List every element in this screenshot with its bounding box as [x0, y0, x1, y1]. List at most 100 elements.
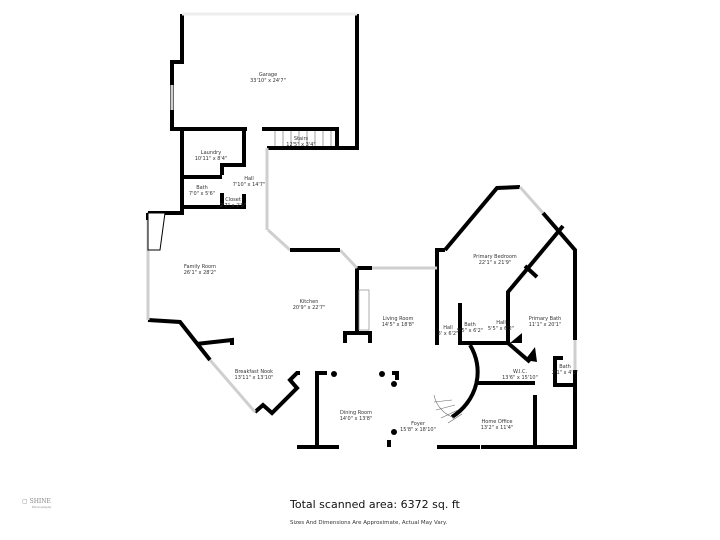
room-name: Family Room	[184, 264, 216, 270]
room-dims: 13'2" x 11'4"	[480, 425, 514, 431]
room-dims: 15'8" x 18'10"	[400, 427, 436, 433]
wall	[147, 318, 212, 362]
logo-subtext: Photography	[32, 505, 52, 509]
room-name: Living Room	[382, 316, 414, 322]
wall	[220, 129, 246, 175]
room-name: Hall	[244, 176, 254, 182]
disclaimer: Sizes And Dimensions Are Approximate, Ac…	[290, 520, 448, 526]
room-dims: 3' x 6'2"	[437, 331, 459, 337]
room-name: Bath	[196, 185, 208, 191]
room-name: Kitchen	[299, 299, 319, 305]
room-name: Hall	[496, 320, 506, 326]
room-dims: 13'11" x 13'10"	[234, 375, 274, 381]
room-dims: 7'0" x 5'6"	[188, 191, 216, 197]
columns	[147, 212, 537, 435]
column	[391, 381, 397, 387]
wall	[253, 371, 300, 416]
wall	[343, 331, 372, 343]
wall	[458, 303, 508, 345]
fireplace	[358, 289, 370, 331]
room-dims: 14'0" x 13'8"	[339, 416, 373, 422]
room-name: Bath	[464, 322, 476, 328]
room-dims: 13'6" x 15'10"	[502, 375, 538, 381]
room-name: W.I.C.	[512, 369, 528, 375]
room-name: Stairs	[293, 136, 309, 142]
room-name: Foyer	[411, 421, 425, 427]
room-name: Primary Bedroom	[473, 254, 517, 260]
room-name: Breakfast Nook	[234, 369, 274, 375]
room-name: Dining Room	[340, 410, 372, 416]
wall	[541, 211, 577, 340]
window	[338, 248, 359, 270]
room-dims: 20'9" x 22'7"	[292, 305, 326, 311]
wall	[435, 248, 445, 268]
wall	[182, 194, 246, 209]
stairs	[274, 131, 463, 424]
wall	[533, 370, 577, 449]
room-dims: 12'5" x 3'4"	[286, 142, 316, 148]
wall	[148, 129, 184, 215]
fireplace-hatch	[147, 212, 166, 251]
spiral-stair-wall	[450, 343, 480, 419]
room-dims: 5'5" x 6'2"	[456, 328, 484, 334]
room-name: Closet	[225, 197, 241, 203]
wall	[392, 371, 399, 380]
room-dims: 11'1" x 20'1"	[528, 322, 562, 328]
room-name: Bath	[559, 364, 571, 370]
column	[391, 429, 397, 435]
walls	[146, 14, 577, 449]
wall	[553, 356, 575, 387]
total-area: Total scanned area: 6372 sq. ft	[290, 498, 460, 511]
window	[518, 186, 545, 214]
windows	[146, 12, 577, 413]
wall	[315, 371, 327, 447]
column	[379, 371, 385, 377]
room-dims: 2'1" x 4'3"	[551, 370, 579, 376]
room-name: Primary Bath	[528, 316, 562, 322]
room-name: Laundry	[200, 150, 222, 156]
window	[208, 359, 257, 413]
logo-text: SHINE	[29, 498, 51, 505]
room-name: Garage	[258, 72, 278, 78]
window	[266, 228, 292, 252]
spiral-stair	[433, 394, 463, 424]
wall	[443, 185, 521, 252]
wall-corner	[510, 333, 522, 343]
room-dims: 10'11" x 8'4"	[194, 156, 228, 162]
room-dims: 33'10" x 24'7"	[250, 78, 286, 84]
wall	[523, 264, 539, 279]
room-dims: 2'7" x 2'5"	[219, 203, 247, 209]
kitchen-walls	[148, 211, 340, 252]
room-dims: 26'1" x 28'2"	[183, 270, 217, 276]
wall	[170, 14, 247, 131]
room-dims: 14'5" x 18'8"	[381, 322, 415, 328]
wall-corner	[525, 347, 537, 362]
wall	[506, 224, 565, 343]
room-dims: 22'1" x 21'9"	[478, 260, 512, 266]
room-dims: 7'10" x 14'7"	[232, 182, 266, 188]
wall	[195, 337, 234, 346]
room-dims: 5'5" x 6'2"	[487, 326, 515, 332]
room-name: Home Office	[481, 419, 513, 425]
room-name: Hall	[443, 325, 453, 331]
